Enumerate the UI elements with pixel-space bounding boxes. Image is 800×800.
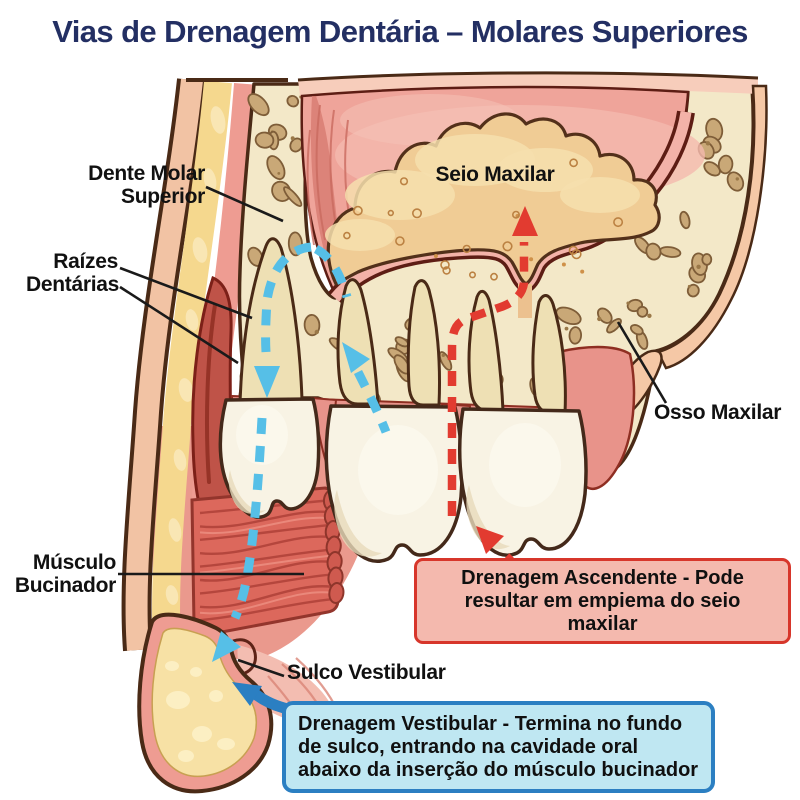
tooth-molar-1 xyxy=(218,237,321,519)
leader-lines xyxy=(118,185,668,678)
buccinator-muscle xyxy=(190,486,345,637)
label-raizes-dentarias: Raízes Dentárias xyxy=(26,250,120,297)
tooth-molar-3 xyxy=(457,289,588,557)
vestibular-callout-arrow xyxy=(232,682,290,714)
callout-vestibular-drainage-text: Drenagem Vestibular - Termina no fundo d… xyxy=(298,713,699,781)
callout-vestibular-drainage: Drenagem Vestibular - Termina no fundo d… xyxy=(282,701,715,794)
lip-vestibule xyxy=(137,612,340,794)
label-sulco-vestibular: Sulco Vestibular xyxy=(287,661,446,684)
blue-arrowhead-sulcus-icon xyxy=(212,631,241,662)
vestibular-drainage-path xyxy=(212,242,391,662)
label-musculo-bucinador: Músculo Bucinador xyxy=(14,551,116,598)
maxillary-sinus xyxy=(325,112,661,286)
blue-arrowhead-up-icon xyxy=(342,342,370,373)
red-arrowhead-sinus-icon xyxy=(512,206,538,236)
page-title: Vias de Drenagem Dentária – Molares Supe… xyxy=(52,14,748,49)
callout-ascending-drainage: Drenagem Ascendente - Pode resultar em e… xyxy=(414,558,791,645)
callout-ascending-drainage-text: Drenagem Ascendente - Pode resultar em e… xyxy=(461,567,744,635)
blue-arrowhead-down-icon xyxy=(254,366,280,398)
label-seio-maxilar: Seio Maxilar xyxy=(435,163,555,186)
tooth-molar-2 xyxy=(324,278,464,563)
blue-solid-arrowhead-icon xyxy=(232,682,262,706)
label-osso-maxilar: Osso Maxilar xyxy=(654,401,782,424)
red-arrowhead-box-icon xyxy=(476,526,504,554)
label-dente-molar-superior: Dente Molar Superior xyxy=(88,162,205,209)
